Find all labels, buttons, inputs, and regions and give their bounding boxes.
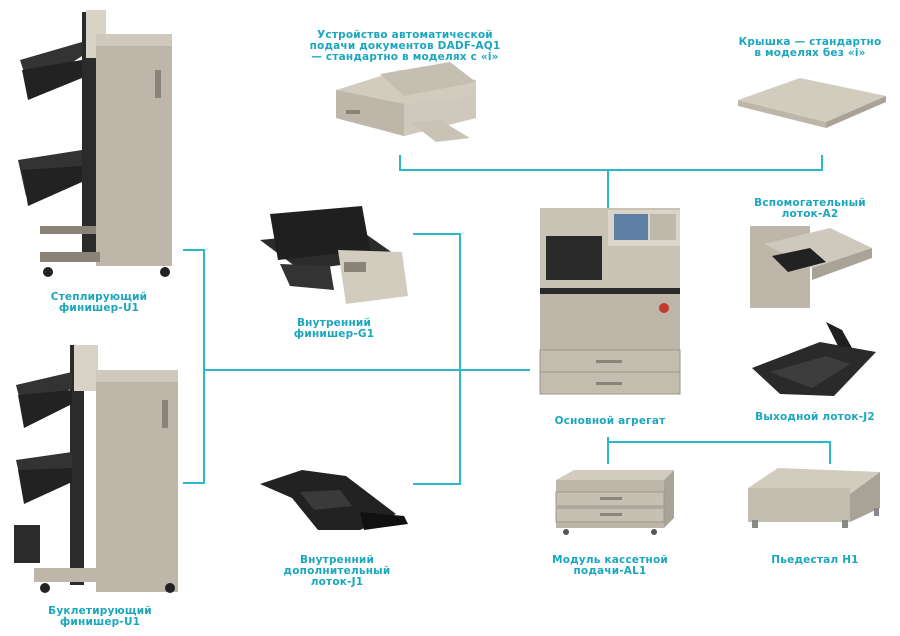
label-main-unit: Основной агрегат [554,415,666,427]
pedestal-image [748,468,880,528]
label-adf: Устройство автоматической подачи докумен… [309,29,501,63]
connector-finishers [183,249,205,484]
connector-inner-finisher [413,233,461,485]
label-stapling-finisher: Степлирующий финишер-U1 [50,291,148,314]
connector-adf-cover [399,155,823,171]
cassette-module-image [555,470,674,535]
platen-cover-image [738,78,886,128]
stapling-finisher-image [18,10,172,277]
label-aux-tray: Вспомогательный лоток-A2 [754,197,866,220]
label-booklet-finisher: Буклетирующий финишер-U1 [48,605,152,628]
label-platen-cover: Крышка — стандартно в моделях без «i» [738,36,882,59]
label-inner-finisher: Внутренний финишер-G1 [293,317,375,340]
inner-finisher-image [260,206,408,304]
booklet-finisher-image [14,345,178,593]
connector-bottom-bar [608,441,831,464]
main-unit-image [539,208,681,395]
label-cassette-module: Модуль кассетной подачи-AL1 [552,554,668,577]
label-pedestal: Пьедестал H1 [771,554,859,566]
adf-image [336,62,476,142]
label-output-tray: Выходной лоток-J2 [755,411,875,423]
connector-lines [183,155,831,485]
inner-tray-image [260,470,408,530]
output-tray-image [752,322,876,396]
label-inner-tray: Внутренний дополнительный лоток-J1 [283,554,391,588]
aux-tray-image [750,226,872,308]
